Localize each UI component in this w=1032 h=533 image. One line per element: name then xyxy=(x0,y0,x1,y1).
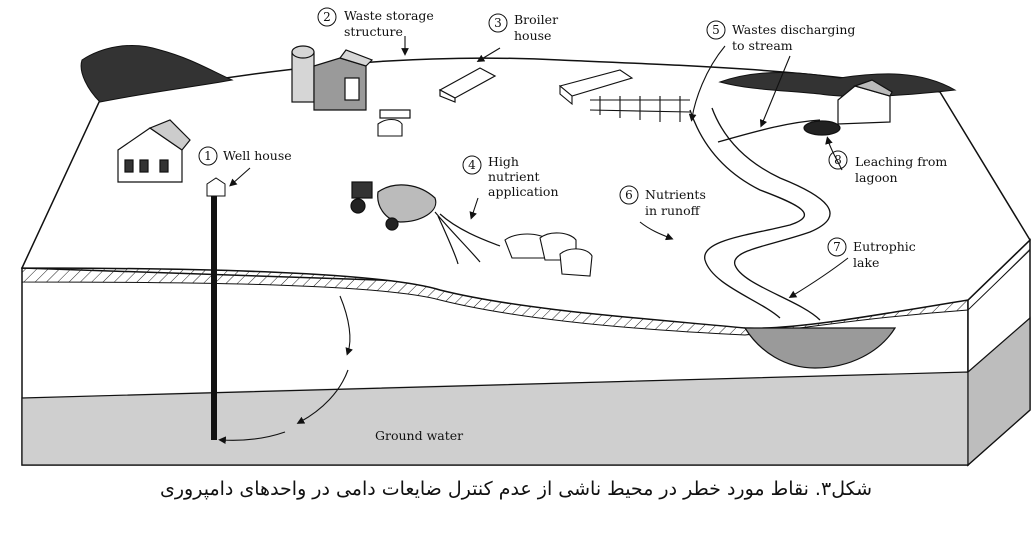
marker-5: 5 xyxy=(706,20,726,40)
label-eutrophic-1: Eutrophic xyxy=(853,239,916,254)
label-wastes-1: Wastes discharging xyxy=(732,22,855,37)
arrow-seepage xyxy=(339,295,353,356)
label-ground-water: Ground water xyxy=(375,428,463,443)
arrow-high xyxy=(469,197,479,220)
well xyxy=(206,177,226,440)
cows xyxy=(377,118,593,277)
svg-text:1: 1 xyxy=(204,149,212,163)
marker-8: 8 xyxy=(828,150,848,170)
arrow-broiler xyxy=(476,47,501,62)
marker-3: 3 xyxy=(488,13,508,33)
svg-text:3: 3 xyxy=(494,16,502,30)
label-runoff-1: Nutrients xyxy=(645,187,706,202)
marker-4: 4 xyxy=(462,155,482,175)
farm-shed xyxy=(558,69,691,122)
label-runoff-2: in runoff xyxy=(645,203,701,218)
arrow-runoff xyxy=(639,221,674,241)
barn xyxy=(291,45,411,119)
arrow-eutrophic xyxy=(788,257,849,299)
marker-1: 1 xyxy=(198,146,218,166)
label-broiler-1: Broiler xyxy=(514,12,558,27)
svg-text:7: 7 xyxy=(833,240,841,254)
marker-numbers: 1 2 3 4 5 6 7 8 xyxy=(198,7,848,257)
arrow-to-well xyxy=(218,431,286,445)
marker-2: 2 xyxy=(317,7,337,27)
label-high-2: nutrient xyxy=(488,169,540,184)
label-broiler-2: house xyxy=(514,28,551,43)
arrow-seepage-2 xyxy=(296,369,349,424)
arrow-wastes-b xyxy=(759,55,791,128)
svg-text:5: 5 xyxy=(712,23,720,37)
marker-6: 6 xyxy=(619,185,639,205)
label-eutrophic-2: lake xyxy=(853,255,879,270)
svg-text:8: 8 xyxy=(834,153,842,167)
label-leaching-1: Leaching from xyxy=(855,154,947,169)
label-high-1: High xyxy=(488,154,519,169)
figure-caption: شکل۳. نقاط مورد خطر در محیط ناشی از عدم … xyxy=(160,478,872,500)
eutrophic-lake xyxy=(743,327,897,369)
label-wastes-2: to stream xyxy=(732,38,793,53)
svg-text:2: 2 xyxy=(323,10,331,24)
label-well-house: Well house xyxy=(223,148,292,163)
ground-water-layer xyxy=(21,316,1031,467)
labels: Well house Waste storage structure Broil… xyxy=(223,8,947,443)
svg-text:6: 6 xyxy=(625,188,633,202)
marker-7: 7 xyxy=(827,237,847,257)
arrow-leaching xyxy=(825,136,843,171)
farmhouse xyxy=(117,119,191,183)
broiler-house xyxy=(438,67,497,103)
label-waste-storage-2: structure xyxy=(344,24,403,39)
dark-hills xyxy=(80,44,957,103)
svg-text:4: 4 xyxy=(468,158,476,172)
arrow-well xyxy=(229,167,251,187)
lagoon-barn xyxy=(803,79,893,136)
label-waste-storage-1: Waste storage xyxy=(344,8,434,23)
arrow-wastes-a xyxy=(688,45,726,122)
stream xyxy=(689,107,831,321)
label-high-3: application xyxy=(488,184,559,199)
arrows xyxy=(218,36,849,445)
manure-spreader xyxy=(350,181,501,265)
label-leaching-2: lagoon xyxy=(855,170,898,185)
